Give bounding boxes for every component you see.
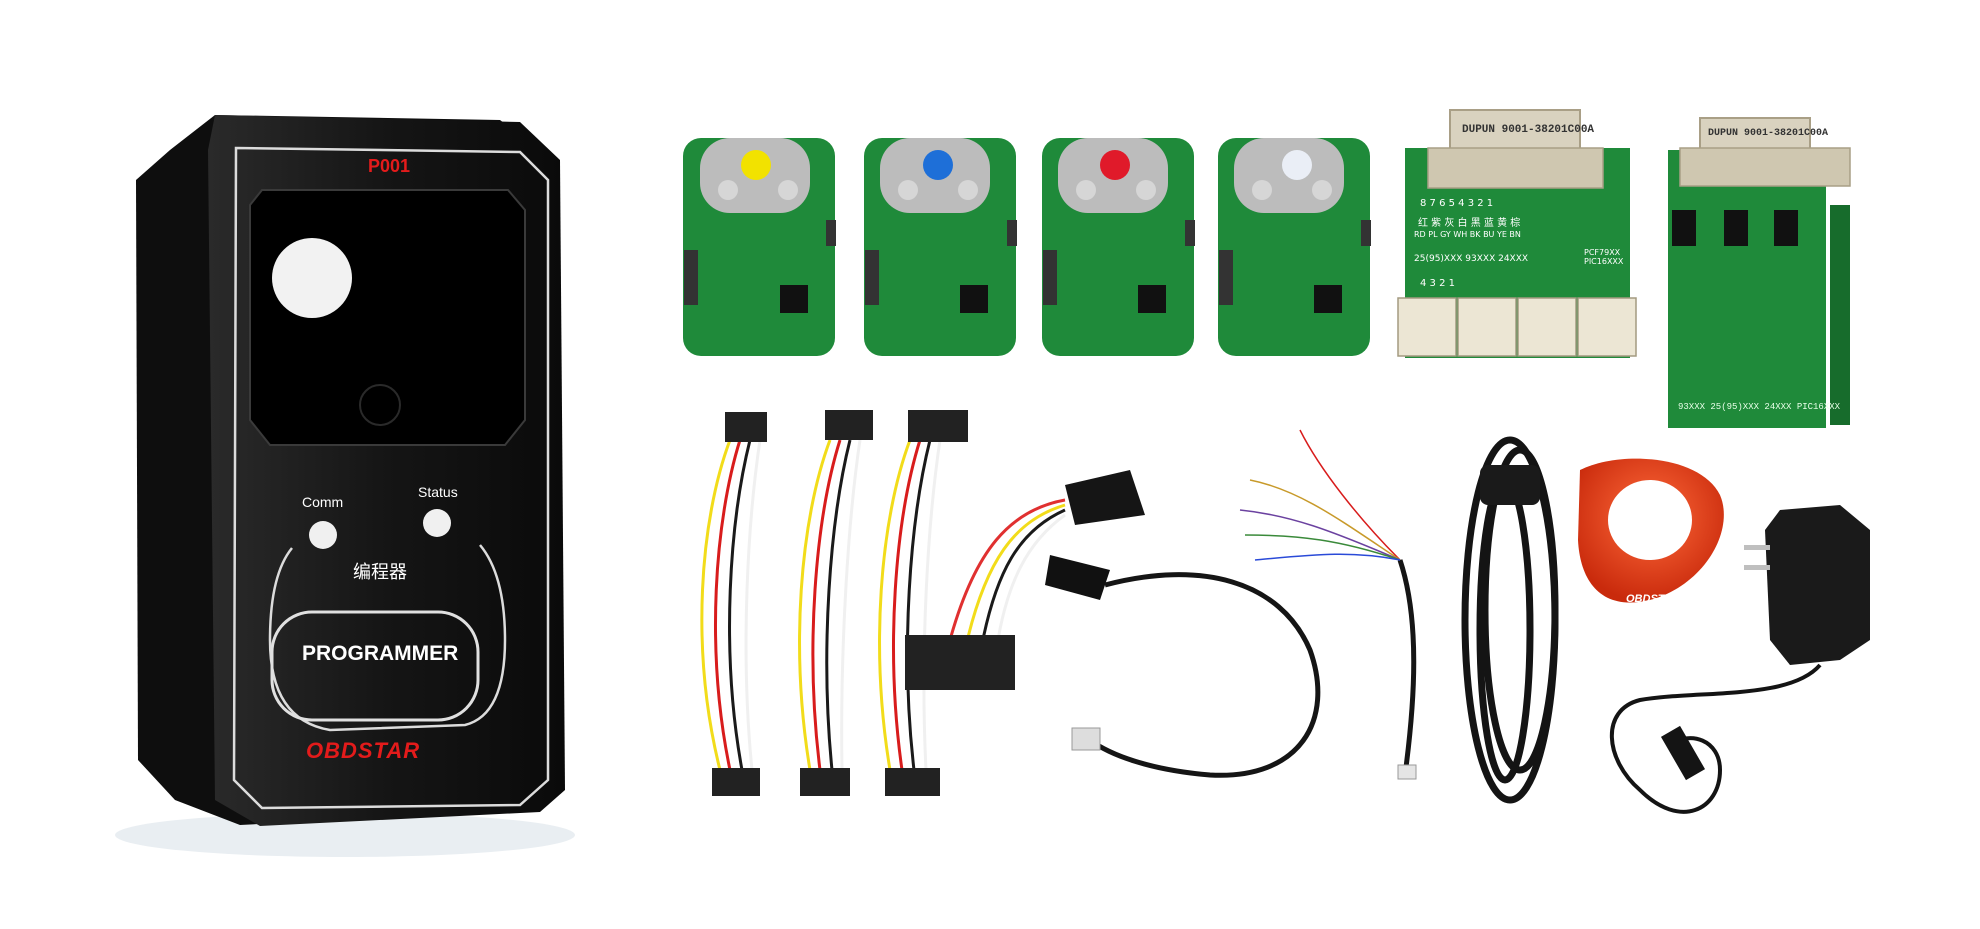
adapter-a-pin-numbers: 8 7 6 5 4 3 2 1: [1420, 198, 1494, 209]
soic-clip-cable: [1045, 555, 1321, 778]
adapter-a-connector-print: DUPUN 9001-38201C00A: [1462, 124, 1595, 136]
status-led-label: Status: [418, 484, 458, 500]
multi-wire-cable: [1239, 429, 1417, 780]
device-model-label: P001: [368, 156, 411, 176]
adapter-a-color-en: RD PL GY WH BK BU YE BN: [1414, 230, 1521, 239]
board-blue: [864, 138, 1017, 356]
chip-adapter-board: [1668, 117, 1851, 428]
device-chinese-label: 编程器: [353, 562, 407, 582]
board-red: [1042, 138, 1195, 356]
usb-cable-coil: [1461, 436, 1559, 804]
device-brand-logo: OBDSTAR: [306, 738, 421, 763]
programmer-device: [115, 115, 575, 857]
battery-adapter-boards: [683, 138, 1371, 356]
adapter-a-pcf-label: PCF79XX PIC16XXX: [1584, 248, 1624, 266]
programmer-label: PROGRAMMER: [302, 642, 459, 665]
red-key-tag: [1578, 458, 1724, 606]
obd-cable: [905, 470, 1145, 690]
adapter-b-chip-row: 93XXX 25(95)XXX 24XXX PIC16XXX: [1678, 402, 1841, 412]
power-adapter: [1609, 505, 1870, 814]
board-yellow: [683, 138, 836, 356]
key-tag-brand: OBDSTAR: [1626, 593, 1680, 605]
adapter-a-color-cn: 红 紫 灰 白 黑 蓝 黄 棕: [1418, 218, 1521, 229]
jumper-wire-bundles: [700, 410, 968, 796]
pin-adapter-board: [1397, 109, 1637, 358]
adapter-a-chip-row: 25(95)XXX 93XXX 24XXX: [1414, 254, 1529, 264]
comm-led-label: Comm: [302, 494, 344, 510]
adapter-a-pin-row: 4 3 2 1: [1420, 278, 1455, 289]
board-white: [1218, 138, 1371, 356]
adapter-b-connector-print: DUPUN 9001-38201C00A: [1708, 128, 1829, 139]
